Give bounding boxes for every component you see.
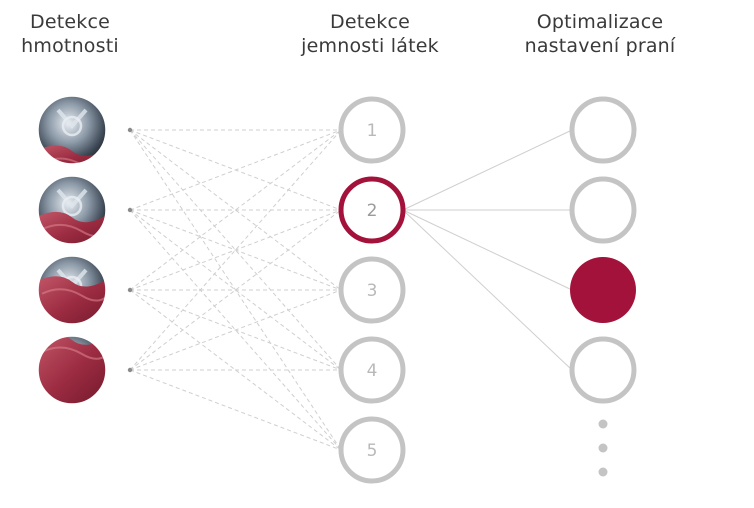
load-output-dot: [127, 127, 133, 133]
dashed-connection: [129, 289, 342, 371]
more-dot: [598, 419, 608, 429]
solid-connection: [402, 209, 573, 291]
load-level-image: [37, 95, 107, 165]
wash-setting-nodes: [569, 96, 637, 404]
load-level-image: [37, 175, 107, 245]
wash-node: [569, 336, 637, 404]
dashed-connection: [129, 209, 342, 371]
fabric-node-label: 2: [367, 201, 378, 221]
load-output-dot: [127, 207, 133, 213]
dashed-connection: [129, 129, 342, 291]
fabric-node-label: 1: [367, 121, 378, 141]
wash-node: [569, 176, 637, 244]
dashed-connection: [129, 129, 342, 371]
dashed-connection: [129, 209, 342, 371]
load-output-dot: [127, 367, 133, 373]
fabric-node: [338, 256, 406, 324]
solid-connection: [402, 129, 573, 211]
dashed-connection: [129, 209, 342, 451]
wash-node: [569, 96, 637, 164]
wash-node-selected: [570, 257, 636, 323]
load-level-image: [37, 335, 107, 405]
more-dots: [598, 419, 608, 477]
fabric-nodes: 1 2 3 4 5: [338, 96, 406, 484]
dashed-connection: [129, 369, 342, 451]
load-output-dot: [127, 287, 133, 293]
fabric-node: [338, 416, 406, 484]
fabric-node: [338, 96, 406, 164]
wash-title-line2: nastavení praní: [524, 35, 676, 57]
fabric-node-label: 5: [367, 441, 378, 461]
dashed-connection: [129, 209, 342, 291]
dashed-connection: [129, 129, 342, 371]
dashed-connection: [129, 129, 342, 291]
solid-connection: [402, 209, 573, 371]
dashed-connection: [129, 129, 342, 211]
fabric-title-line2: jemnosti látek: [301, 35, 439, 57]
fabric-node: [338, 176, 406, 244]
load-level-images: [37, 95, 133, 405]
more-dot: [598, 443, 608, 453]
fabric-detection-title: Detekce jemnosti látek: [270, 10, 470, 58]
more-dot: [598, 467, 608, 477]
wash-optimization-title: Optimalizace nastavení praní: [500, 10, 700, 58]
fabric-node-label: 4: [367, 361, 378, 381]
weight-detection-title: Detekce hmotnosti: [0, 10, 140, 58]
wash-title-line1: Optimalizace: [536, 11, 664, 33]
connection-lines: [129, 129, 573, 451]
fabric-node: [338, 336, 406, 404]
weight-title-line1: Detekce: [30, 11, 110, 33]
weight-title-line2: hmotnosti: [21, 35, 119, 57]
dashed-connection: [129, 289, 342, 451]
fabric-node-label: 3: [367, 281, 378, 301]
fabric-title-line1: Detekce: [330, 11, 410, 33]
load-level-image: [37, 255, 107, 325]
